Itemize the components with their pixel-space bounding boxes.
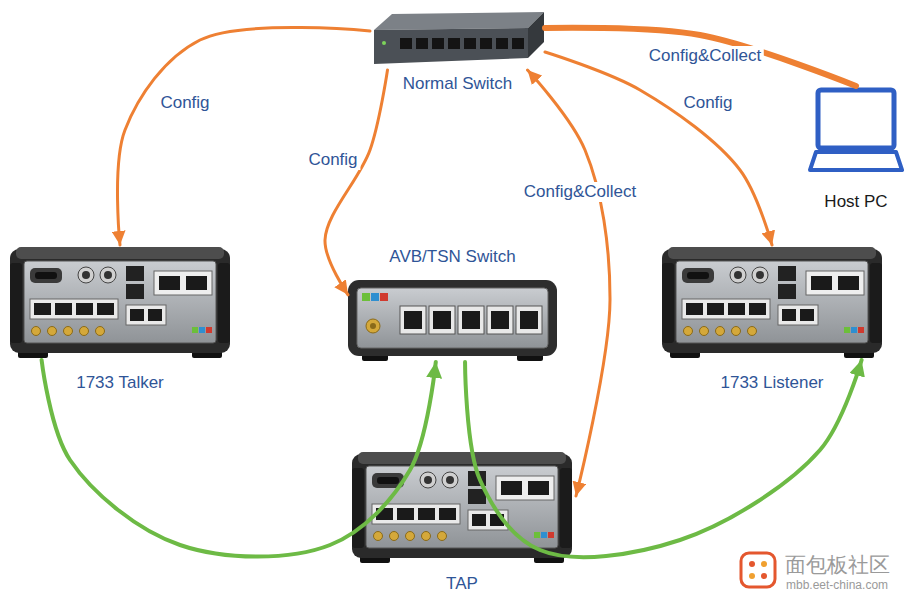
edge-label: Config [305,150,360,170]
device-caption: TAP [446,574,478,594]
device-node: TAP [348,450,576,565]
device-caption: 1733 Listener [720,373,823,393]
device-node: Host PC [808,86,904,176]
watermark-text: 面包板社区 [785,551,890,579]
device-node: 1733 Talker [8,245,232,360]
connector-arrow [42,360,436,557]
device-caption: Normal Switch [403,74,513,94]
normal-switch-picture [374,12,544,64]
device-node: AVB/TSN Switch [348,278,557,362]
device-caption: AVB/TSN Switch [389,247,515,267]
device-caption: Host PC [824,192,887,212]
edge-label: Config [680,93,735,113]
connector-arrow [117,28,370,245]
watermark-logo [741,553,775,587]
talker-box-picture [10,247,230,358]
edge-label: Config&Collect [646,46,764,66]
connector-arrow [465,360,862,557]
listener-box-picture [662,247,882,358]
edge-label: Config [157,93,212,113]
device-node: 1733 Listener [660,245,884,360]
edge-label: Config&Collect [521,182,639,202]
watermark-text: mbb.eet-china.com [786,578,888,592]
connector-arrow [545,28,856,86]
connector-arrow [545,52,772,245]
device-node: Normal Switch [370,10,545,70]
connector-arrow [528,70,611,496]
connector-arrow [325,70,388,295]
laptop-picture [810,90,902,170]
device-caption: 1733 Talker [76,373,164,393]
tsn-switch-picture [348,280,557,361]
